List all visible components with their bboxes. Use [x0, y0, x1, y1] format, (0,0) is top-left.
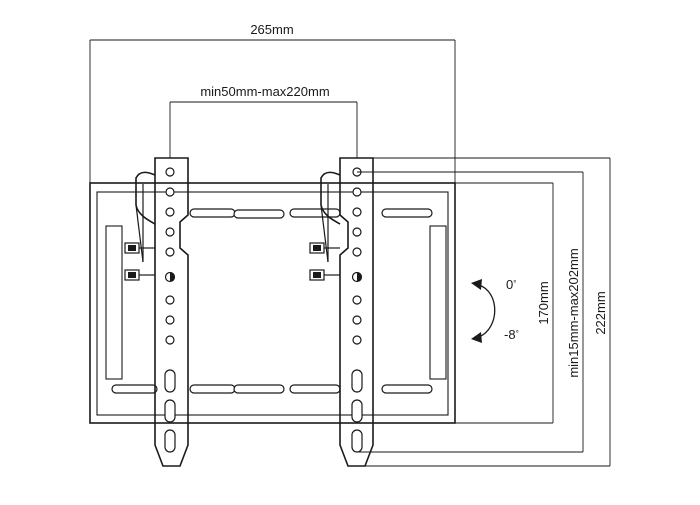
- vesa-vertical-label: min15mm-max202mm: [566, 248, 581, 377]
- tilt-arrow-up-icon: [471, 279, 482, 290]
- tilt-arrow-down-icon: [471, 332, 482, 343]
- right-arm-slots: [351, 369, 363, 453]
- left-arm-holes: [164, 167, 176, 345]
- bottom-slot-row: [111, 384, 433, 394]
- plate-height-label: 170mm: [536, 281, 551, 324]
- vesa-horizontal-label: min50mm-max220mm: [200, 84, 329, 99]
- top-slot-row: [189, 208, 433, 219]
- right-bracket-arm: [309, 157, 374, 467]
- overall-height-label: 222mm: [593, 291, 608, 334]
- left-bracket-arm: [124, 157, 189, 467]
- right-arm-holes: [351, 167, 363, 345]
- tilt-bottom-label: -8: [504, 327, 516, 342]
- tilt-indicator: 0° -8°: [471, 277, 519, 343]
- wall-plate: [89, 182, 456, 424]
- overall-width-label: 265mm: [250, 22, 293, 37]
- right-locking-screws: [309, 242, 340, 281]
- vertical-dimension-lines: [357, 157, 611, 467]
- svg-text:-8°: -8°: [504, 327, 519, 342]
- left-arm-slots: [164, 369, 176, 453]
- svg-text:0°: 0°: [506, 277, 516, 292]
- left-locking-screws: [124, 242, 155, 281]
- tilt-top-unit: °: [513, 279, 516, 288]
- overall-width-dimension: 265mm: [89, 22, 456, 183]
- vesa-horizontal-dimension: min50mm-max220mm: [169, 84, 358, 158]
- tilt-top-label: 0: [506, 277, 513, 292]
- tilt-bottom-unit: °: [516, 329, 519, 338]
